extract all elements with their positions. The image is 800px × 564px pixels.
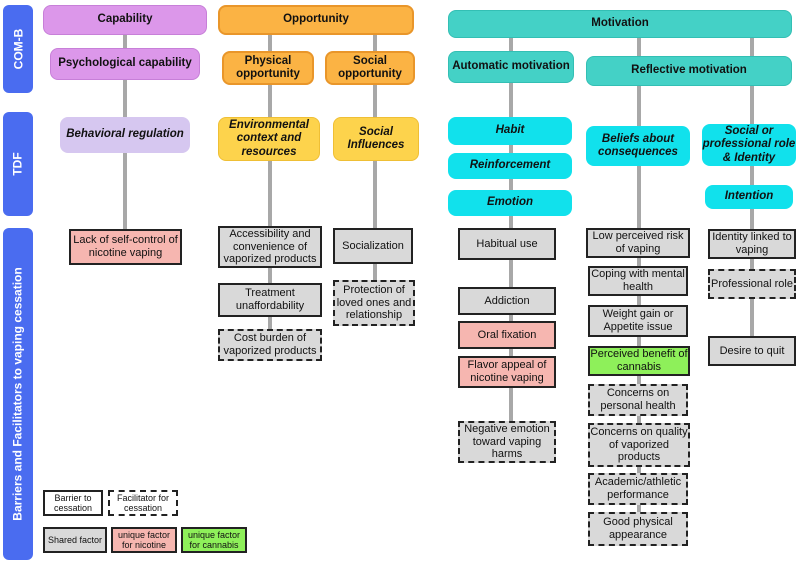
factor-concerns-quality: Concerns on quality of vaporized product… (588, 423, 690, 467)
factor-perceived-benefit-cannabis: Perceived benefit of cannabis (588, 346, 690, 376)
factor-protection-loved-ones: Protection of loved ones and relationshi… (333, 280, 415, 326)
legend-unique-cannabis: unique factor for cannabis (181, 527, 247, 553)
behavioral-regulation-box: Behavioral regulation (60, 117, 190, 153)
intention-box: Intention (705, 185, 793, 209)
factor-negative-emotion: Negative emotion toward vaping harms (458, 421, 556, 463)
factor-habitual-use: Habitual use (458, 228, 556, 260)
psychological-capability-box: Psychological capability (50, 48, 200, 80)
social-opportunity-box: Social opportunity (325, 51, 415, 85)
beliefs-consequences-box: Beliefs about consequences (586, 126, 690, 166)
barriers-side-label: Barriers and Facilitators to vaping cess… (3, 228, 33, 560)
factor-socialization: Socialization (333, 228, 413, 264)
social-role-identity-box: Social or professional role & Identity (702, 124, 796, 166)
factor-professional-role: Professional role (708, 269, 796, 299)
habit-box: Habit (448, 117, 572, 145)
factor-academic-performance: Academic/athletic performance (588, 473, 688, 505)
automatic-motivation-box: Automatic motivation (448, 51, 574, 83)
factor-accessibility: Accessibility and convenience of vaporiz… (218, 226, 322, 268)
environmental-context-box: Environmental context and resources (218, 117, 320, 161)
factor-concerns-personal-health: Concerns on personal health (588, 384, 688, 416)
factor-low-perceived-risk: Low perceived risk of vaping (586, 228, 690, 258)
reflective-motivation-box: Reflective motivation (586, 56, 792, 86)
factor-coping-mental-health: Coping with mental health (588, 266, 688, 296)
emotion-box: Emotion (448, 190, 572, 216)
opportunity-box: Opportunity (218, 5, 414, 35)
connector-physical-opportunity (268, 34, 272, 334)
physical-opportunity-box: Physical opportunity (222, 51, 314, 85)
factor-treatment-unaffordability: Treatment unaffordability (218, 283, 322, 317)
factor-flavor-appeal: Flavor appeal of nicotine vaping (458, 356, 556, 388)
factor-identity-linked: Identity linked to vaping (708, 229, 796, 259)
tdf-side-label: TDF (3, 112, 33, 216)
factor-weight-gain: Weight gain or Appetite issue (588, 305, 688, 337)
capability-box: Capability (43, 5, 207, 35)
motivation-box: Motivation (448, 10, 792, 38)
factor-good-appearance: Good physical appearance (588, 512, 688, 546)
legend-barrier: Barrier to cessation (43, 490, 103, 516)
factor-desire-to-quit: Desire to quit (708, 336, 796, 366)
legend-facilitator: Facilitator for cessation (108, 490, 178, 516)
reinforcement-box: Reinforcement (448, 153, 572, 179)
social-influences-box: Social Influences (333, 117, 419, 161)
factor-oral-fixation: Oral fixation (458, 321, 556, 349)
factor-cost-burden: Cost burden of vaporized products (218, 329, 322, 361)
legend-shared-factor: Shared factor (43, 527, 107, 553)
comb-side-label: COM-B (3, 5, 33, 93)
legend-unique-nicotine: unique factor for nicotine (111, 527, 177, 553)
factor-lack-self-control: Lack of self-control of nicotine vaping (69, 229, 182, 265)
factor-addiction: Addiction (458, 287, 556, 315)
